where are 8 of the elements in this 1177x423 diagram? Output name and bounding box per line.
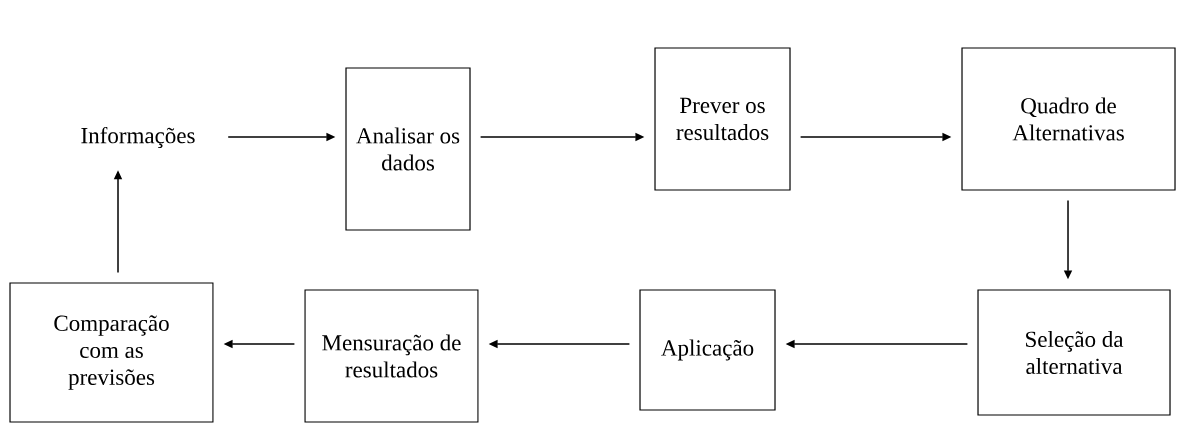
process-box: Prever os resultados (654, 47, 791, 191)
process-box: Comparação com as previsões (9, 282, 214, 423)
process-box: Quadro de Alternativas (961, 47, 1176, 191)
process-box: Mensuração de resultados (304, 289, 479, 423)
process-box: Seleção da alternativa (977, 289, 1171, 416)
process-box: Aplicação (639, 289, 776, 411)
process-box: Analisar os dados (345, 67, 471, 231)
text-label: Informações (81, 126, 195, 149)
